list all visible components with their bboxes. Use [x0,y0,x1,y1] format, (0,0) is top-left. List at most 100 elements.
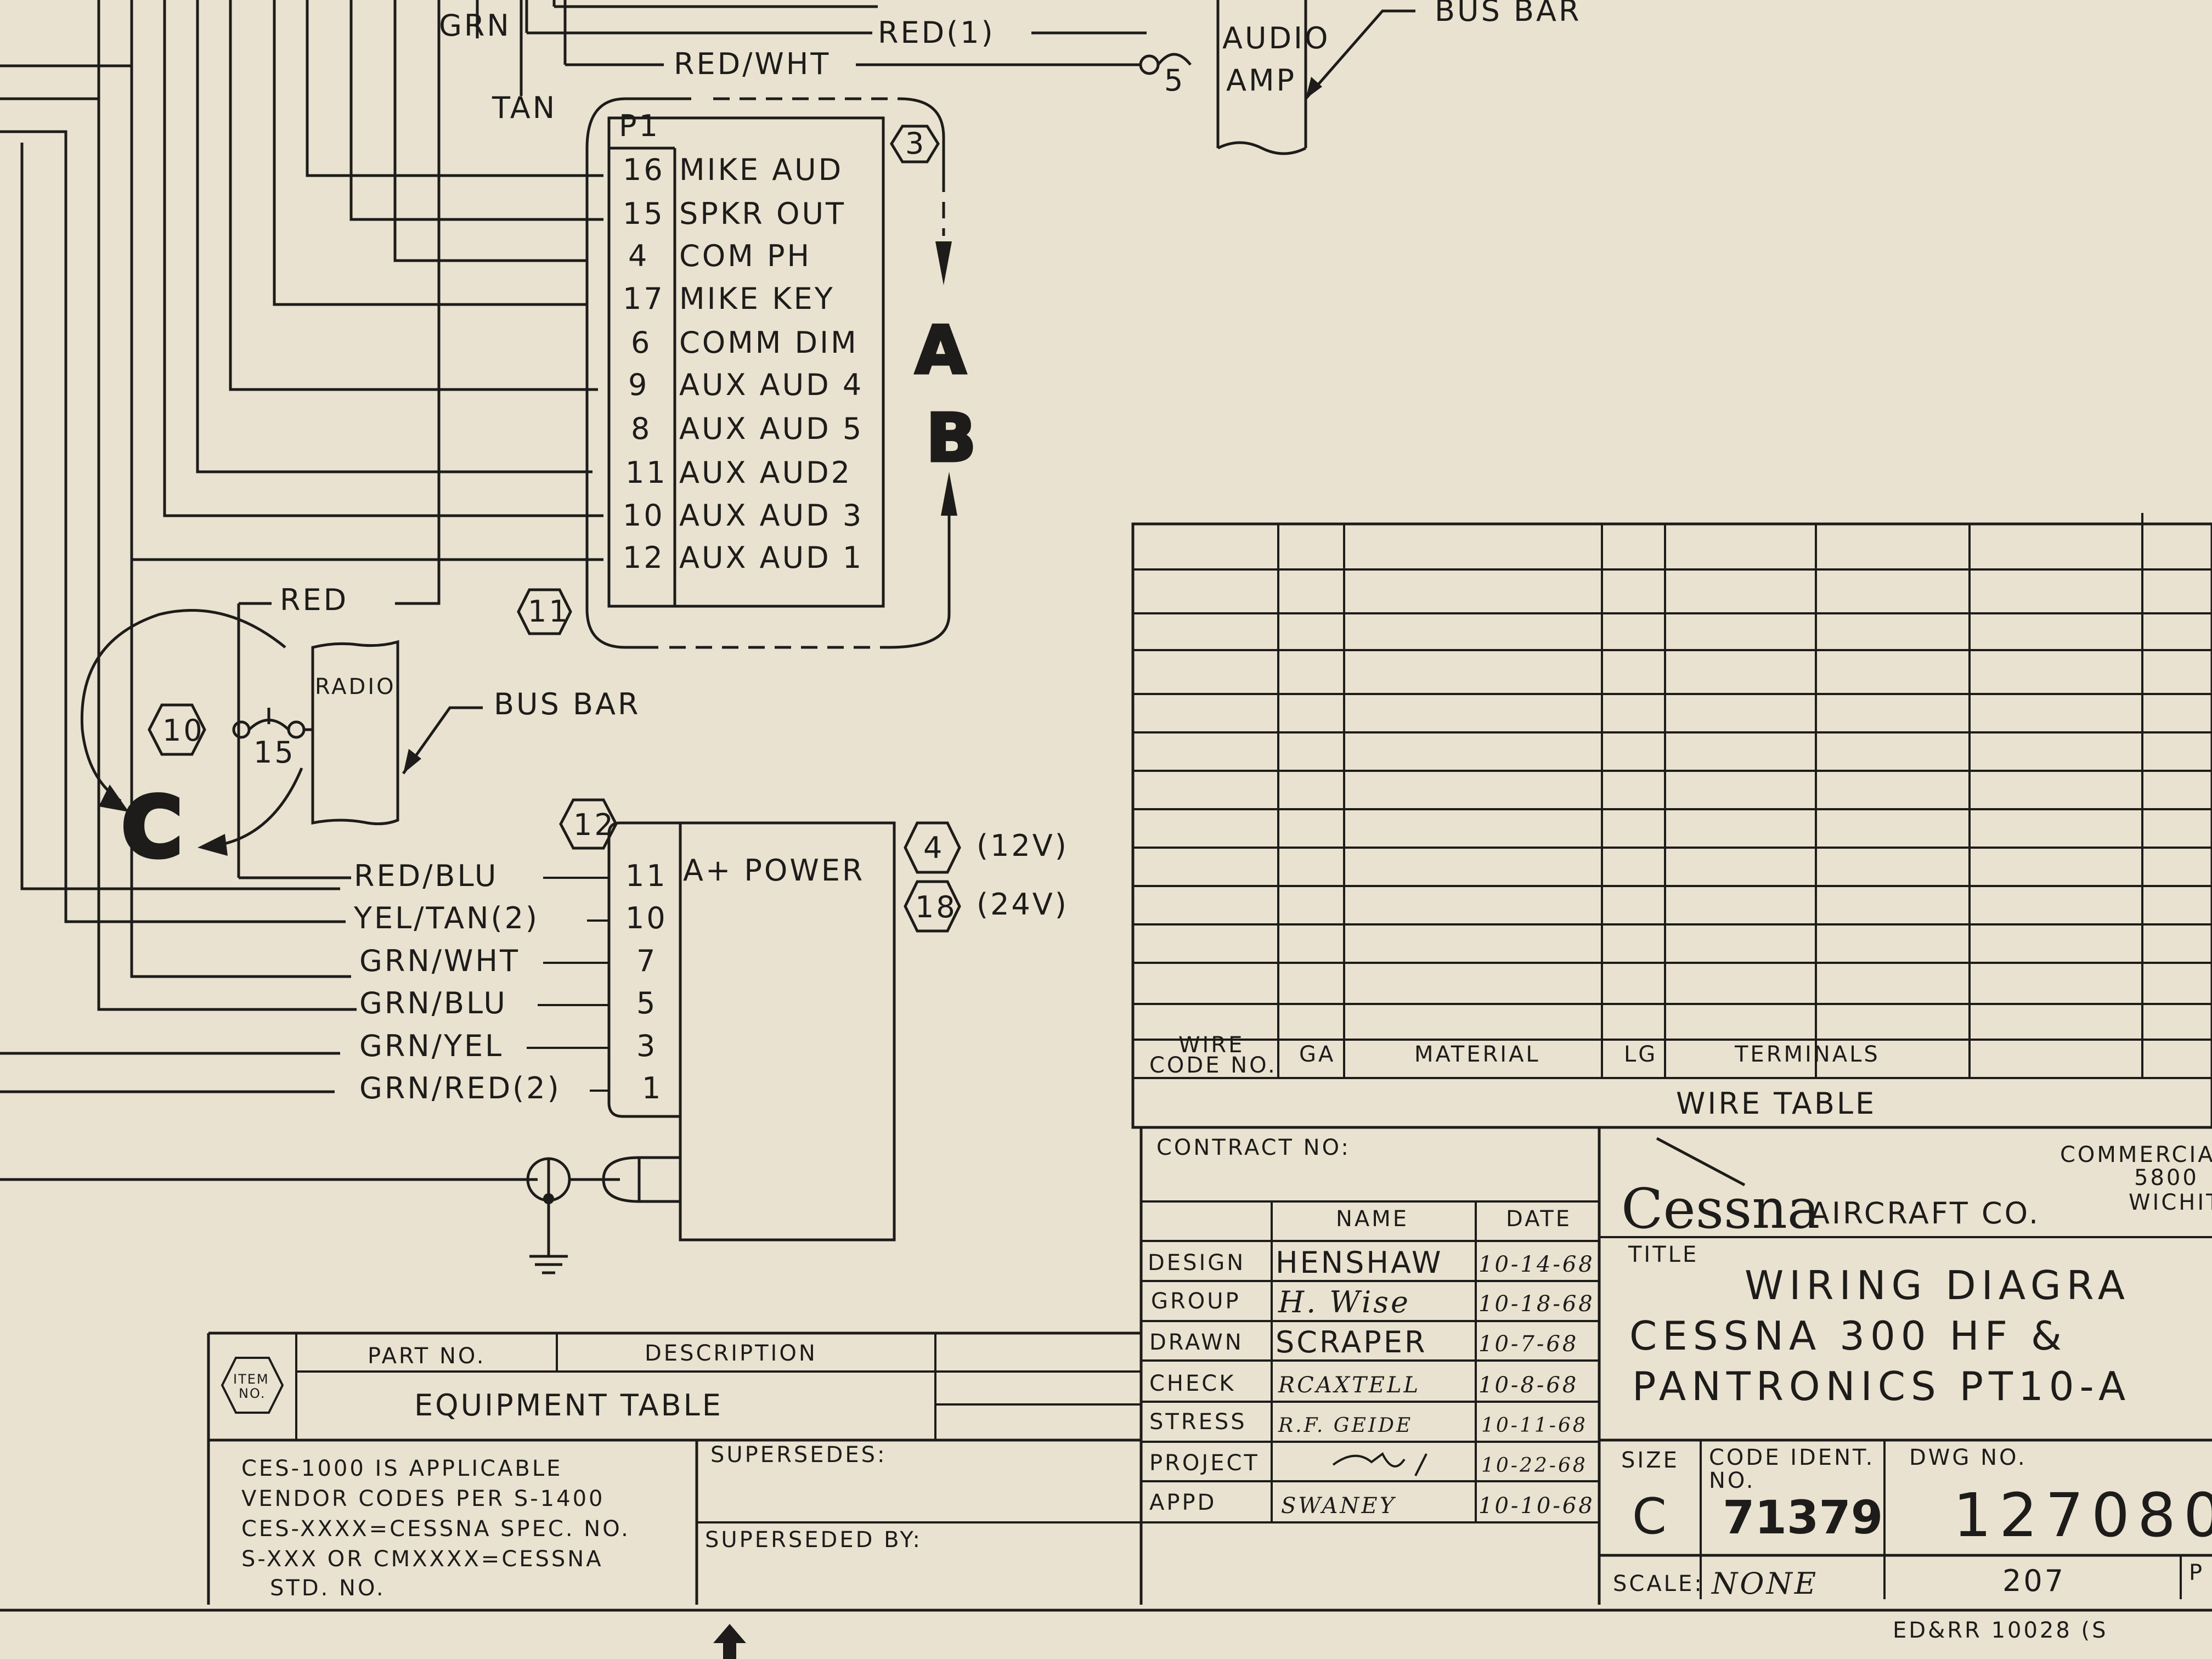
top-wiring: GRN RED(1) RED/WHT 5 TAN AUDIO AMP BUS B… [439,0,1582,155]
description-header: DESCRIPTION [645,1341,817,1366]
p1-pin-name: AUX AUD 3 [679,498,864,533]
power-pin-number: 11 [625,859,668,893]
audio-amp-label-1: AUDIO [1222,21,1330,55]
name-header: NAME [1336,1206,1409,1232]
p1-pin-name: SPKR OUT [679,196,846,231]
item-no-label-1: ITEM [233,1372,269,1387]
p1-hex-number: 3 [905,126,926,161]
company-name: AIRCRAFT CO. [1809,1196,2040,1231]
power-row: YEL/TAN(2) 10 [353,901,668,935]
p1-pin-number: 15 [623,196,665,231]
power-pin-number: 1 [642,1071,663,1105]
p1-pin-row: 6 COMM DIM [631,325,856,360]
p1-pin-number: 8 [631,411,652,446]
wire-table-header-code-1: WIRE [1178,1032,1244,1058]
audio-amp-pin: 5 [1164,63,1185,98]
power-row: GRN/RED(2) 1 [359,1071,663,1105]
audio-amp-bus-bar: BUS BAR [1435,0,1582,28]
power-note-hex: 4 [923,831,944,865]
signoff-name: HENSHAW [1276,1245,1443,1280]
ab-marker: A B [914,312,978,478]
signoff-date: 10-10-68 [1479,1493,1595,1519]
signoff-date: 10-22-68 [1481,1454,1588,1477]
signoff-row: APPD SWANEY 10-10-68 [1149,1490,1595,1519]
superseded-by-label: SUPERSEDED BY: [705,1527,922,1553]
marker-b: B [926,400,976,477]
p1-pin-row: 8 AUX AUD 5 [631,411,864,446]
p1-pin-name: MIKE KEY [679,281,835,316]
signoff-role: PROJECT [1149,1451,1260,1476]
p1-pin-number: 17 [623,281,665,316]
signoff-name: H. Wise [1278,1285,1410,1319]
equipment-table: ITEM NO. PART NO. DESCRIPTION EQUIPMENT … [207,1331,1141,1659]
signoff-name: RCAXTELL [1278,1373,1420,1398]
power-wire-label: RED/BLU [354,859,498,893]
wire-table-title: WIRE TABLE [1676,1086,1876,1121]
drawing-title-line-1: WIRING DIAGRA [1745,1262,2130,1308]
p1-pin-row: 17 MIKE KEY [623,281,835,316]
company-address-1: 5800 [2134,1165,2199,1190]
wire-table-header-code-2: CODE NO. [1149,1053,1277,1078]
part-no-header: PART NO. [368,1344,486,1369]
power-wire-label: YEL/TAN(2) [353,901,539,935]
supersedes-label: SUPERSEDES: [710,1442,887,1468]
wire-label-red-wht: RED/WHT [674,47,831,81]
power-row: GRN/YEL 3 [359,1029,655,1063]
sheet-number: 207 [2002,1564,2066,1598]
code-ident-label-2: NO. [1709,1468,1756,1493]
power-note-text: (12V) [977,828,1069,863]
wire-label-grn: GRN [439,8,511,43]
scale-label: SCALE: [1613,1571,1704,1596]
signoff-date: 10-7-68 [1479,1331,1578,1357]
radio-label: RADIO [315,674,396,699]
project-signature [1332,1452,1427,1476]
drawing-title-line-2: CESSNA 300 HF & [1629,1313,2067,1359]
company-commercial: COMMERCIA [2060,1142,2212,1167]
p1-pin-number: 12 [623,540,665,575]
p1-pin-name: COM PH [679,239,811,273]
wire-label-tan: TAN [492,91,557,125]
footer-form-number: ED&RR 10028 (S [1893,1618,2108,1643]
power-wire-label: GRN/BLU [359,986,507,1020]
signoff-role: CHECK [1149,1371,1235,1396]
cessna-logo: Cessna [1621,1177,1820,1241]
scale-value: NONE [1711,1566,1818,1601]
power-pin-number: 10 [625,901,668,935]
title-block: CONTRACT NO: NAME DATE DESIGN HENSHAW 10… [0,1126,2212,1643]
dwg-no-value: 127080 [1953,1480,2212,1550]
signoff-row: STRESS R.F. GEIDE 10-11-68 [1149,1409,1588,1437]
signoff-date: 10-11-68 [1481,1414,1588,1437]
wire-table-header-terminals: TERMINALS [1734,1042,1880,1067]
signoff-date: 10-14-68 [1479,1252,1595,1277]
p1-pin-number: 16 [623,153,665,187]
p1-pin-number: 10 [623,498,665,533]
marker-c: C [122,780,182,876]
title-label: TITLE [1628,1242,1699,1267]
signoff-name: SWANEY [1281,1493,1396,1519]
p1-pin-row: 16 MIKE AUD [623,153,841,187]
dwg-no-label: DWG NO. [1909,1445,2027,1470]
p1-pin-name: AUX AUD 1 [679,540,864,575]
wire-table: WIRE CODE NO. GA MATERIAL LG TERMINALS W… [1131,513,2212,1129]
p1-pin-row: 9 AUX AUD 4 [628,368,861,402]
power-row: RED/BLU 11 [354,859,668,893]
power-hex-number: 12 [573,808,616,842]
power-title: A+ POWER [683,853,865,888]
power-wire-label: GRN/YEL [359,1029,504,1063]
signoff-row: DRAWN SCRAPER 10-7-68 [1149,1325,1578,1359]
radio-hex-number: 10 [162,713,205,748]
equipment-note: VENDOR CODES PER S-1400 [241,1486,605,1511]
signoff-date: 10-18-68 [1479,1291,1595,1317]
signoff-role: DRAWN [1149,1330,1244,1355]
p1-pin-number: 6 [631,325,652,360]
p1-pin-row: 12 AUX AUD 1 [623,540,864,575]
size-value: C [1632,1488,1667,1545]
wire-table-header-lg: LG [1624,1042,1657,1067]
p1-pin-name: AUX AUD 5 [679,411,864,446]
signoff-row: GROUP H. Wise 10-18-68 [1151,1285,1595,1319]
equipment-table-title: EQUIPMENT TABLE [414,1388,723,1423]
left-wire-bundle [0,0,603,1181]
signoff-row: DESIGN HENSHAW 10-14-68 [1148,1245,1595,1280]
